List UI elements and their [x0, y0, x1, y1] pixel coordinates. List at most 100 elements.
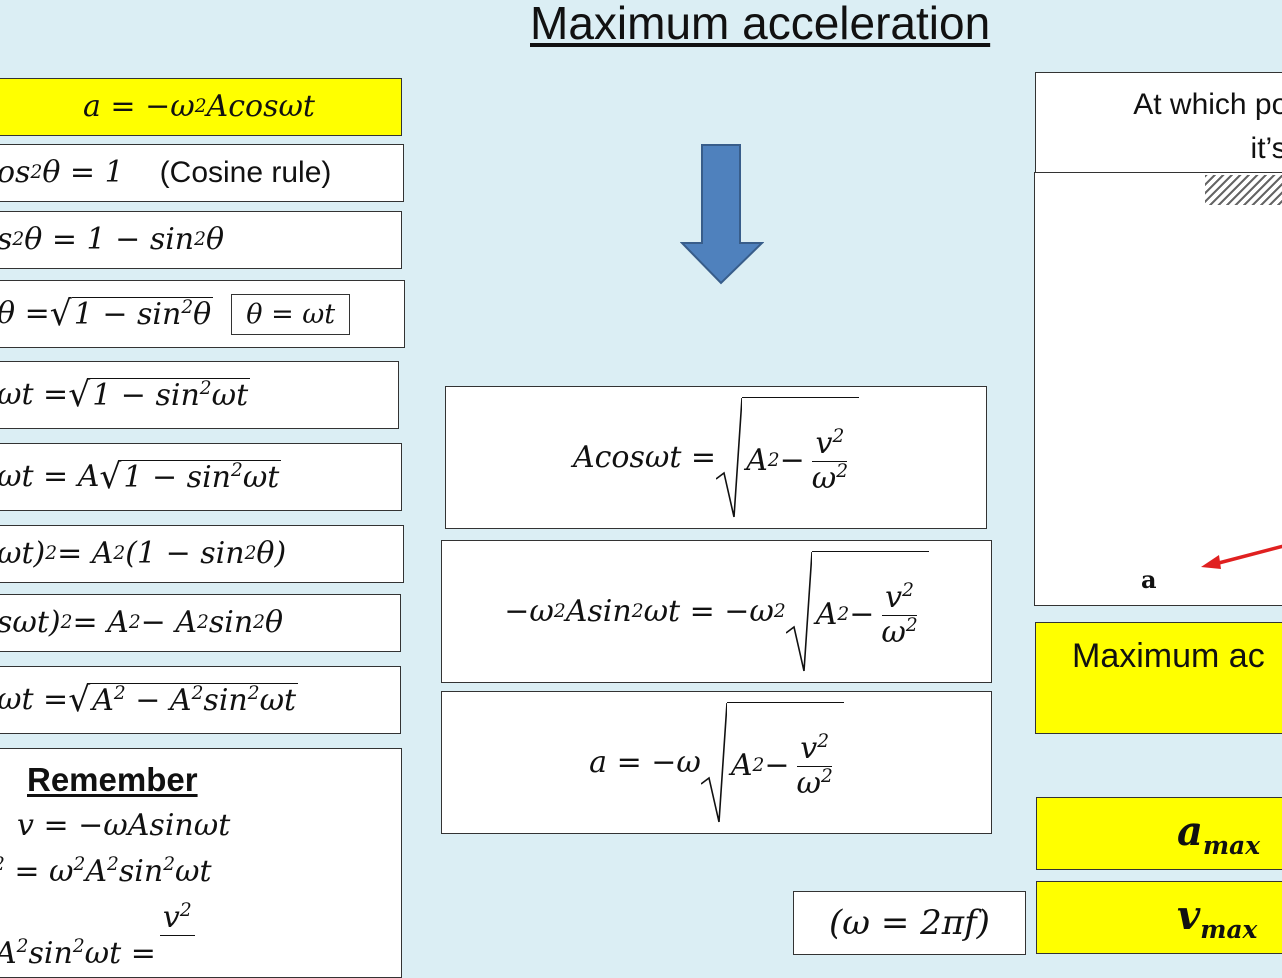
- eq7-end: θ): [256, 536, 287, 571]
- sup: 2: [0, 854, 5, 875]
- box2-tail: ωt = −ω: [643, 593, 774, 629]
- vmax-sub: max: [1200, 915, 1258, 944]
- amax-sub: max: [1202, 831, 1261, 860]
- frac-den: ω: [811, 460, 837, 496]
- sqrt: √1 − sin2ωt: [99, 456, 282, 497]
- eq8-prefix: sωt): [0, 605, 61, 640]
- eq7-tail: (1 − sin: [125, 536, 245, 571]
- eq8-mid: = A: [72, 605, 129, 640]
- minus: −: [849, 597, 875, 632]
- sqrt-arg4: ωt: [259, 682, 297, 718]
- line3-tail: ωt =: [84, 936, 156, 971]
- frac-den: ω: [796, 765, 821, 801]
- omega-frequency-box: (ω = 2πf): [793, 891, 1026, 955]
- eq5-prefix: ωt =: [0, 377, 69, 412]
- sup: 2: [231, 459, 243, 481]
- eq2-mid: θ = 1: [42, 155, 124, 190]
- sup: 2: [72, 936, 85, 957]
- eq1-tail: Acosωt: [206, 89, 315, 124]
- theta-omega-box: θ = ωt: [231, 293, 351, 335]
- equation-cos-omega-root: ωt = √1 − sin2ωt: [0, 361, 399, 429]
- sup: 2: [163, 854, 176, 875]
- sup: 2: [247, 682, 260, 704]
- remember-box: Remember v = −ωAsinωt 2 = ω2A2sin2ωt A2s…: [0, 748, 402, 978]
- question-line-2: it’s m: [1250, 132, 1282, 165]
- sup: 2: [73, 854, 86, 875]
- equation-cos-root: θ = √1 − sin2θ θ = ωt: [0, 280, 405, 348]
- vmax-box: vmax: [1036, 881, 1282, 954]
- line3-mid: sin: [28, 936, 73, 971]
- equation-cos-squared: s2θ = 1 − sin2θ: [0, 211, 402, 269]
- down-arrow-icon: [680, 144, 764, 285]
- box2-lhs: −ω: [504, 593, 554, 629]
- eq8-tail: sin: [208, 605, 254, 640]
- sup: 2: [199, 377, 212, 399]
- sup: 2: [905, 614, 918, 636]
- question-text: At which point it’s m: [1060, 83, 1282, 171]
- sup: 2: [16, 936, 29, 957]
- diagram-panel: a: [1034, 172, 1282, 606]
- sqrt-a: A: [815, 597, 838, 632]
- eq3-tail: θ: [205, 222, 225, 257]
- eq6-prefix: ωt = A: [0, 459, 100, 494]
- eq4-prefix: θ =: [0, 296, 50, 331]
- line2-end: ωt: [175, 854, 212, 889]
- hatched-support: [1205, 175, 1282, 205]
- remember-line-1: v = −ωAsinωt: [17, 808, 231, 843]
- frac-num: v: [815, 425, 833, 461]
- minus: −: [764, 748, 790, 783]
- eq7-mid: = A: [57, 536, 114, 571]
- answer-text: Maximum ac: [1072, 637, 1265, 675]
- amax-symbol: a: [1177, 808, 1203, 855]
- box3-lhs: a = −ω: [589, 744, 701, 780]
- minus: −: [779, 443, 805, 478]
- answer-box: Maximum ac: [1035, 622, 1282, 734]
- sqrt: √A2 − A2sin2ωt: [68, 679, 299, 720]
- sqrt-arg-tail: θ: [193, 296, 212, 332]
- sqrt-arg: 1 − sin: [73, 296, 182, 332]
- remember-line-2: 2 = ω2A2sin2ωt: [0, 854, 212, 889]
- sup: 2: [107, 854, 119, 875]
- question-box: At which point it’s m: [1035, 72, 1282, 174]
- eq3-prefix: s: [0, 225, 12, 255]
- sup: 2: [191, 682, 204, 704]
- sqrt-arg: A: [92, 682, 114, 718]
- frac-num: v: [885, 579, 903, 615]
- sup: 2: [817, 730, 830, 752]
- sqrt-a: A: [730, 748, 753, 783]
- eq8-end: θ: [265, 605, 284, 640]
- acceleration-arrow-icon: [1201, 544, 1282, 569]
- sqrt: √1 − sin2ωt: [68, 374, 251, 415]
- fraction: v2: [159, 900, 195, 968]
- sqrt-arg-tail: ωt: [211, 377, 249, 413]
- sqrt: √1 − sin2θ: [49, 293, 214, 334]
- sup: 2: [820, 765, 833, 787]
- cosine-rule-note: (Cosine rule): [159, 156, 332, 189]
- sup: 2: [179, 900, 192, 921]
- line3-prefix: A: [0, 936, 17, 971]
- eq9-prefix: ωt =: [0, 682, 69, 717]
- amax-box: amax: [1036, 797, 1282, 870]
- frac-num: v: [800, 730, 818, 766]
- sup: 2: [181, 296, 194, 318]
- eq3-mid: θ = 1 − sin: [24, 222, 195, 257]
- frac-den: ω: [881, 614, 906, 650]
- vmax-symbol: v: [1177, 892, 1201, 939]
- sqrt-arg-tail: ωt: [242, 459, 280, 495]
- question-line-1: At which point: [1133, 88, 1282, 121]
- sup: 2: [902, 579, 914, 601]
- diagram-label-a: a: [1141, 565, 1157, 594]
- line2-mid: A: [85, 854, 108, 889]
